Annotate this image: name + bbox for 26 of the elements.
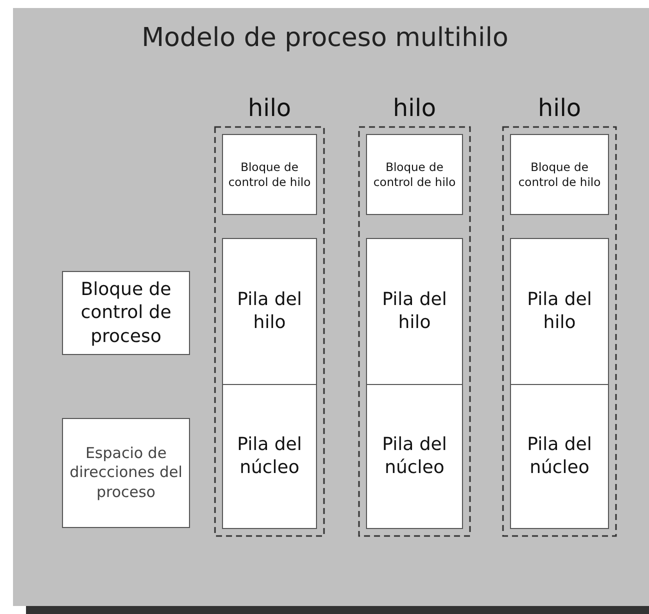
group-heading: hilo: [246, 93, 292, 124]
title: Modelo de proceso multihilo: [140, 22, 510, 55]
box-label: Pila del núcleo: [236, 434, 303, 479]
stack-box: [510, 384, 609, 529]
box-label: Bloque de control de hilo: [227, 160, 312, 189]
group-heading: hilo: [536, 93, 582, 124]
box-label: Pila del hilo: [526, 289, 593, 334]
process-box: [62, 271, 190, 355]
stack-box: [222, 238, 317, 385]
box-label: Pila del hilo: [381, 289, 448, 334]
box-label: Bloque de control de hilo: [517, 160, 602, 189]
group-heading: hilo: [392, 93, 438, 124]
box-label: Bloque de control de proceso: [80, 278, 172, 348]
box-label: Pila del hilo: [236, 289, 303, 334]
box-label: Pila del núcleo: [526, 434, 593, 479]
box-label: Bloque de control de hilo: [372, 160, 457, 189]
box-label: Espacio de direcciones del proceso: [68, 444, 184, 502]
stack-box: [366, 238, 463, 385]
control-block-box: [510, 134, 609, 215]
box-label: Pila del núcleo: [381, 434, 448, 479]
control-block-box: [366, 134, 463, 215]
stack-box: [222, 384, 317, 529]
process-box: [62, 418, 190, 528]
stack-box: [366, 384, 463, 529]
control-block-box: [222, 134, 317, 215]
stack-box: [510, 238, 609, 385]
